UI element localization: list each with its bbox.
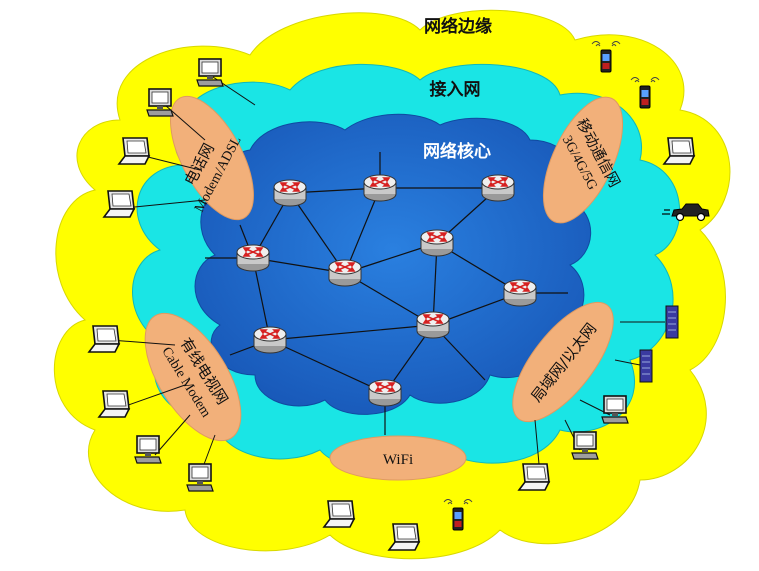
router-icon <box>420 229 454 257</box>
router-icon <box>328 259 362 287</box>
router-icon <box>363 174 397 202</box>
router-icon <box>253 326 287 354</box>
router-icon <box>368 379 402 407</box>
access-bubble-mobile <box>542 96 624 224</box>
wifi-network-name: WiFi <box>383 452 413 468</box>
desktop-computer-icon <box>134 435 162 464</box>
desktop-computer-icon <box>571 431 599 460</box>
router-icon <box>273 179 307 207</box>
network-edge-label: 网络边缘 <box>424 16 492 37</box>
router-icon <box>481 174 515 202</box>
router-icon <box>503 279 537 307</box>
access-bubble-cable <box>144 312 242 442</box>
router-icon <box>236 244 270 272</box>
server-icon <box>665 305 679 339</box>
network-core-label: 网络核心 <box>423 141 491 162</box>
access-bubble-phone <box>170 95 254 221</box>
desktop-computer-icon <box>601 395 629 424</box>
router-icon <box>416 311 450 339</box>
access-network-label: 接入网 <box>430 79 481 100</box>
server-icon <box>639 349 653 383</box>
access-bubble-lan <box>512 301 614 423</box>
desktop-computer-icon <box>196 58 224 87</box>
desktop-computer-icon <box>146 88 174 117</box>
access-bubble-wifi <box>329 435 467 481</box>
desktop-computer-icon <box>186 463 214 492</box>
